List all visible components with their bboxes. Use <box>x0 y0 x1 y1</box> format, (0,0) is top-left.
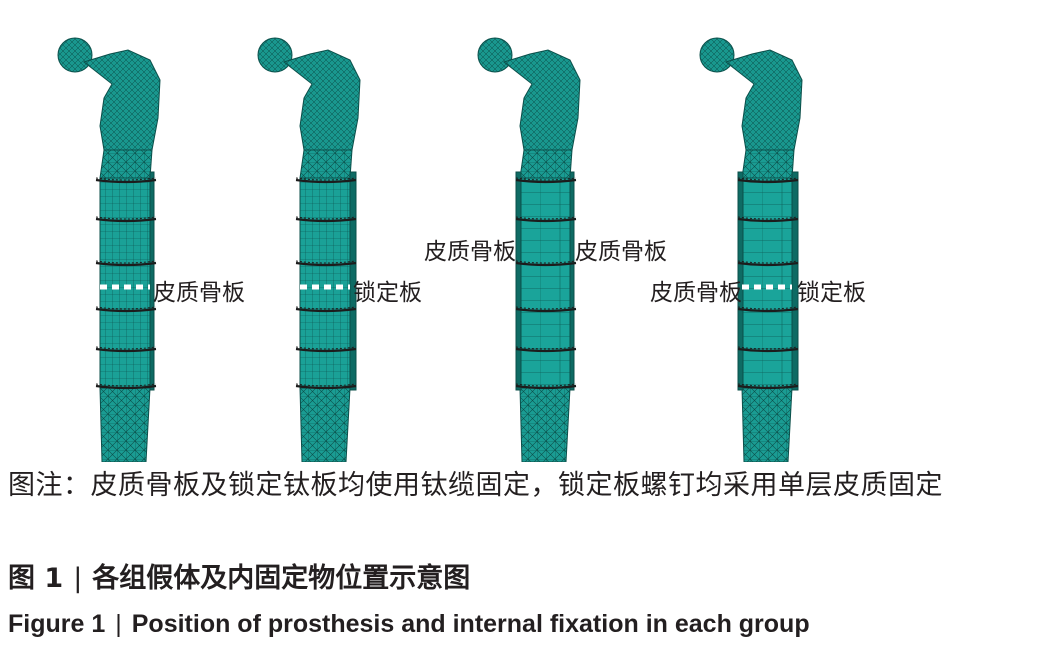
cable-shadow <box>515 216 577 220</box>
cable <box>515 384 577 390</box>
caption-cn-prefix: 图 1 <box>8 563 64 594</box>
femoral-head <box>57 37 93 73</box>
mid-shaft <box>741 177 793 389</box>
cable-shadow <box>95 260 157 264</box>
cable-shadow <box>737 346 799 350</box>
component-label: 锁定板 <box>797 280 866 306</box>
cable-shadow <box>95 177 157 181</box>
cortical-plate <box>569 171 575 391</box>
caption-en-prefix: Figure 1 <box>8 610 106 638</box>
cable-shadow <box>95 216 157 220</box>
upper-shaft <box>99 149 153 179</box>
cable <box>737 384 799 390</box>
cable <box>295 347 357 353</box>
cable <box>515 307 577 313</box>
cable-shadow <box>95 346 157 350</box>
cable-shadow <box>295 260 357 264</box>
mid-shaft <box>519 177 571 389</box>
femur-model-d <box>699 37 803 462</box>
cortical-plate-left <box>737 171 744 391</box>
cable <box>737 261 799 267</box>
caption-cn-separator: | <box>73 563 83 594</box>
cable-shadow <box>737 383 799 387</box>
femur-model-c <box>477 37 581 462</box>
upper-shaft <box>299 149 353 179</box>
upper-shaft <box>519 149 573 179</box>
locking-plate <box>791 171 799 391</box>
mid-shaft <box>99 177 151 389</box>
upper-shaft <box>741 149 795 179</box>
cable-shadow <box>95 383 157 387</box>
fem-models-figure: 皮质骨板锁定板皮质骨板皮质骨板皮质骨板锁定板 <box>57 37 866 462</box>
cable <box>95 261 157 267</box>
cable <box>295 178 357 184</box>
femoral-head <box>477 37 513 73</box>
cable-shadow <box>295 177 357 181</box>
cable-shadow <box>515 383 577 387</box>
cable <box>737 217 799 223</box>
cable <box>515 261 577 267</box>
cable <box>95 217 157 223</box>
cable-shadow <box>737 216 799 220</box>
femur-model-a <box>57 37 161 462</box>
femoral-head <box>257 37 293 73</box>
caption-en-separator: | <box>115 610 122 638</box>
cortical-plate-left <box>515 171 522 391</box>
component-label: 皮质骨板 <box>424 239 516 265</box>
femur-model-b <box>257 37 361 462</box>
cable <box>515 178 577 184</box>
cable-shadow <box>737 306 799 310</box>
lower-shaft <box>519 387 571 462</box>
cable <box>737 307 799 313</box>
cortical-plate <box>149 171 155 391</box>
figure-note: 图注：皮质骨板及锁定钛板均使用钛缆固定，锁定板螺钉均采用单层皮质固定 <box>8 470 943 501</box>
cable-shadow <box>737 177 799 181</box>
cable <box>95 307 157 313</box>
caption-en-text: Position of prosthesis and internal fixa… <box>131 610 810 638</box>
cable-shadow <box>515 177 577 181</box>
cable <box>295 261 357 267</box>
component-label: 锁定板 <box>353 280 422 306</box>
cable-shadow <box>515 260 577 264</box>
proximal-femur <box>82 49 161 151</box>
lower-shaft <box>299 387 351 462</box>
cable <box>295 307 357 313</box>
proximal-femur <box>724 49 803 151</box>
locking-plate <box>349 171 357 391</box>
cable <box>515 347 577 353</box>
cable <box>295 384 357 390</box>
component-label: 皮质骨板 <box>575 239 667 265</box>
cable <box>737 347 799 353</box>
lower-shaft <box>99 387 151 462</box>
component-label: 皮质骨板 <box>153 280 245 306</box>
caption-cn-text: 各组假体及内固定物位置示意图 <box>92 563 471 594</box>
proximal-femur <box>282 49 361 151</box>
cable-shadow <box>737 260 799 264</box>
cable-shadow <box>295 216 357 220</box>
femoral-head <box>699 37 735 73</box>
cable <box>515 217 577 223</box>
cable <box>295 217 357 223</box>
cable-shadow <box>515 346 577 350</box>
component-label: 皮质骨板 <box>650 280 742 306</box>
cable-shadow <box>295 346 357 350</box>
figure-caption-cn: 图 1 | 各组假体及内固定物位置示意图 <box>8 563 470 595</box>
figure-caption-en: Figure 1 | Position of prosthesis and inte… <box>8 608 810 640</box>
cable <box>95 347 157 353</box>
mid-shaft <box>299 177 351 389</box>
cable <box>95 384 157 390</box>
cable-shadow <box>515 306 577 310</box>
cable <box>737 178 799 184</box>
proximal-femur <box>502 49 581 151</box>
cable-shadow <box>95 306 157 310</box>
cable-shadow <box>295 383 357 387</box>
cable-shadow <box>295 306 357 310</box>
lower-shaft <box>741 387 793 462</box>
cable <box>95 178 157 184</box>
